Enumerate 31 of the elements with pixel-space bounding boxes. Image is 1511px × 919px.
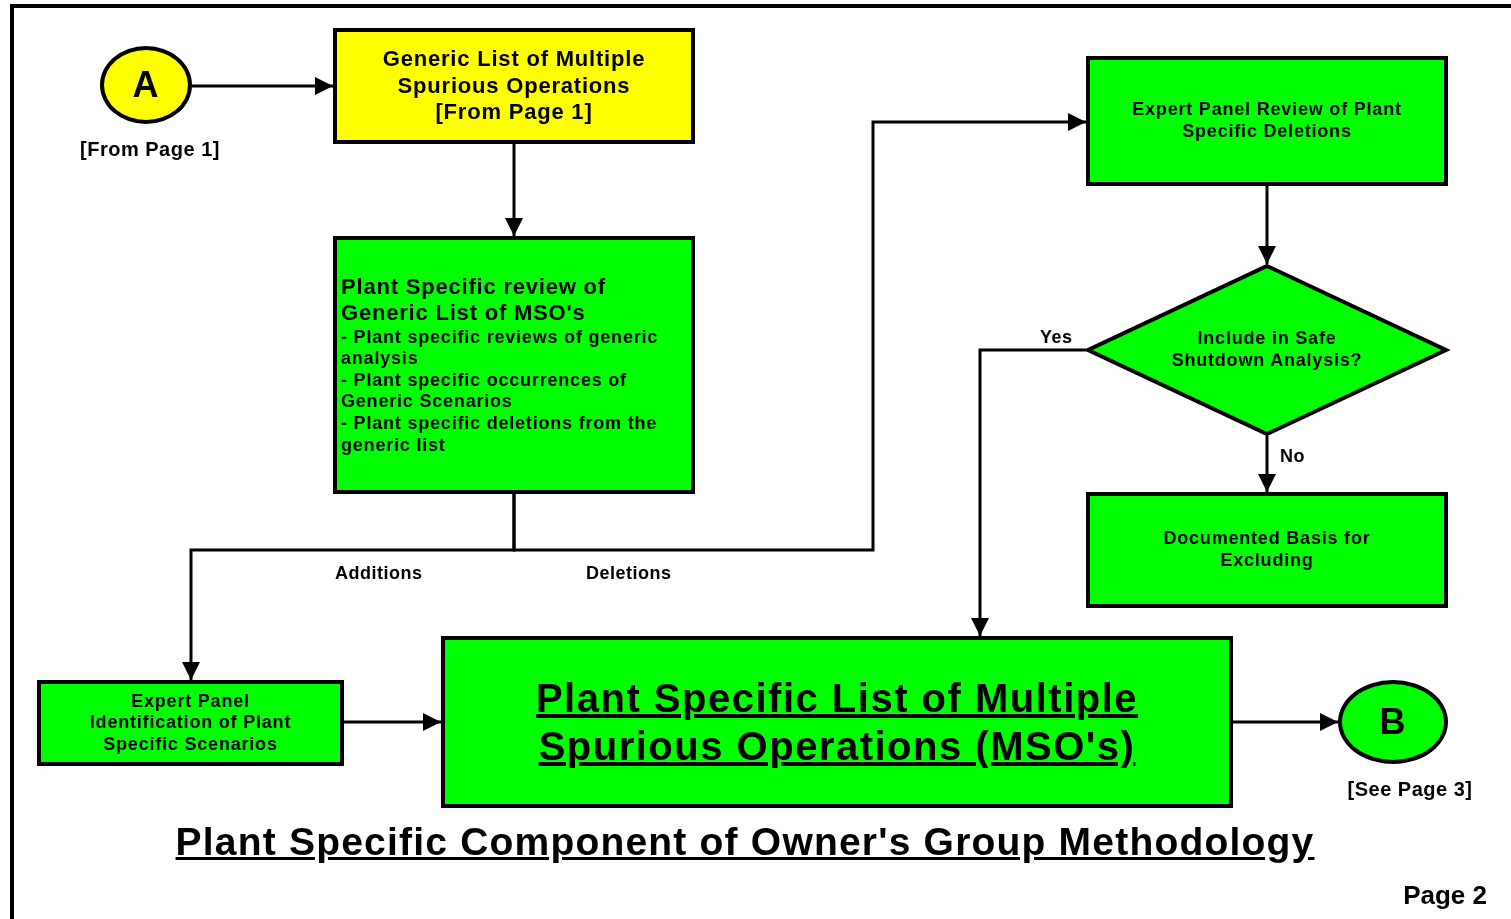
page-reference: [From Page 1]	[79, 138, 221, 161]
page-reference: [See Page 3]	[1346, 778, 1474, 801]
arrow	[512, 113, 1086, 552]
process-box	[441, 636, 1233, 808]
node-text: - Plant specific reviews of generic analysis	[341, 326, 660, 370]
node-text: Plant Specific review of Generic List of MSO's	[341, 273, 607, 327]
arrow	[971, 348, 1086, 636]
diagram-title: Plant Specific Component of Owner's Group Methodology	[174, 820, 1316, 864]
node-text: Expert Panel Review of Plant Specific Deletions	[1131, 99, 1403, 143]
arrow	[1233, 713, 1338, 731]
node-text: Plant Specific List of Multiple Spurious Operations (MSO's)	[534, 675, 1140, 770]
process-box	[333, 28, 695, 144]
node-text: - Plant specific occurrences of Generic Scenarios	[341, 369, 628, 413]
arrow	[192, 77, 333, 95]
arrow	[344, 713, 441, 731]
process-box	[333, 236, 695, 494]
node-text: B	[1379, 700, 1407, 744]
node-text: Include in Safe Shutdown Analysis?	[1170, 328, 1364, 372]
process-box	[37, 680, 344, 766]
decision-diamond	[1086, 264, 1448, 436]
arrow	[505, 144, 523, 236]
node-text: Expert Panel Identification of Plant Specific Scenarios	[88, 690, 293, 756]
node-text: A	[132, 63, 160, 107]
arrow	[1258, 436, 1276, 492]
node-text: - Plant specific deletions from the generic list	[341, 413, 659, 457]
process-box	[1086, 492, 1448, 608]
node-text: Documented Basis for Excluding	[1162, 528, 1372, 572]
node-text: Generic List of Multiple Spurious Operations [From Page 1]	[381, 46, 647, 126]
arrow	[1258, 186, 1276, 264]
process-box	[1086, 56, 1448, 186]
page-number: Page 2	[1403, 880, 1487, 911]
